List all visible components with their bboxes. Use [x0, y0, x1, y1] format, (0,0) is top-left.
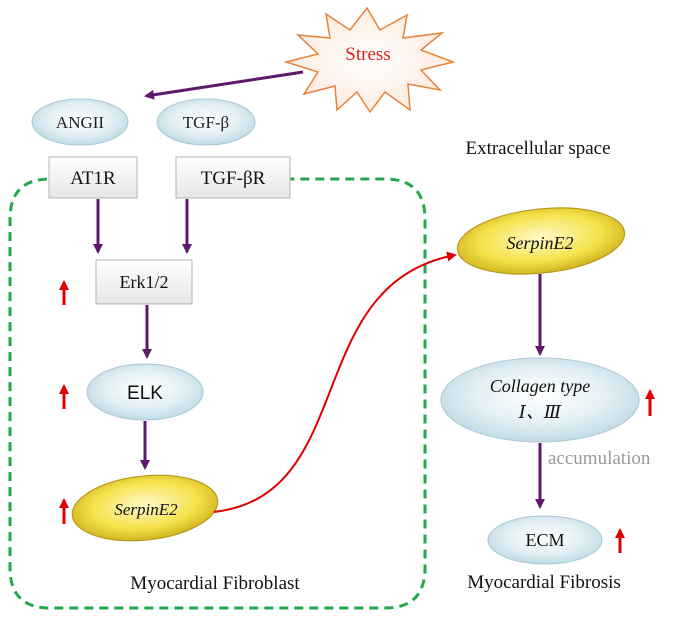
serpin-inside-shape [71, 474, 219, 542]
cell-membrane [8, 177, 427, 610]
stress-arrow [144, 70, 304, 100]
at1r-box [48, 156, 138, 199]
secretion-curve [213, 251, 457, 513]
at1r-label: AT1R [70, 168, 116, 189]
serpin-outside-label: SerpinE2 [507, 233, 574, 253]
erk-label: Erk1/2 [120, 272, 169, 292]
collagen-label-line1: Collagen type [490, 376, 590, 396]
collagen-label-line2: Ⅰ、Ⅲ [518, 402, 562, 422]
extracellular-label: Extracellular space [465, 138, 610, 159]
accumulation-label: accumulation [548, 448, 651, 469]
elk-label: ELK [127, 383, 163, 404]
fibrosis-label: Myocardial Fibrosis [467, 572, 621, 593]
ecm-oval [487, 515, 603, 565]
ecm-label: ECM [525, 530, 564, 550]
tgfb-label: TGF-β [183, 113, 229, 132]
serpin-outside-shape [456, 207, 626, 275]
serpin-inside-label: SerpinE2 [114, 500, 178, 519]
stress-burst-shape [283, 6, 456, 114]
tgfbr-label: TGF-βR [201, 168, 266, 189]
elk-oval [86, 363, 204, 421]
fibroblast-label: Myocardial Fibroblast [130, 573, 300, 594]
tgfbr-box [175, 156, 291, 199]
angii-oval [31, 98, 129, 146]
angii-label: ANGII [56, 113, 104, 132]
collagen-oval [440, 357, 640, 443]
stress-label: Stress [345, 44, 390, 65]
tgfb-oval [156, 98, 256, 146]
erk-box [95, 259, 193, 305]
